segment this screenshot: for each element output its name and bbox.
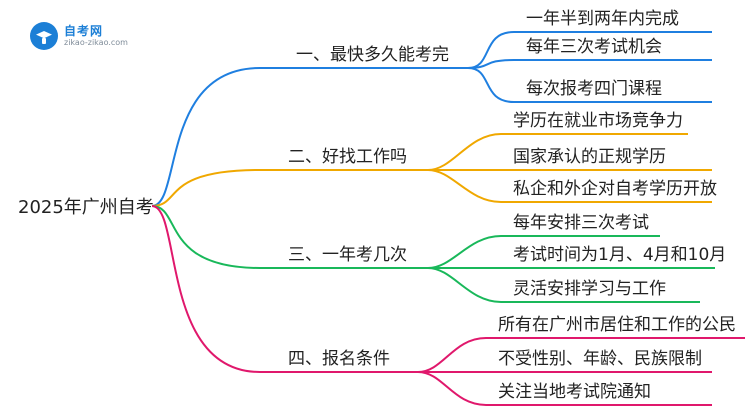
branch-3-leaf-1-label: 每年安排三次考试 (513, 213, 649, 233)
branch-4-connector (151, 205, 261, 373)
mindmap-nodes: 一、最快多久能考完 一年半到两年内完成每年三次考试机会每次报考四门课程二、好找工作… (288, 9, 736, 402)
site-logo[interactable]: 自考网 zikao-zikao.com (30, 22, 128, 50)
branch-3-leaf-3-label: 灵活安排学习与工作 (513, 279, 666, 299)
branch-1-leaf-2-connector (467, 59, 515, 69)
branch-2-label: 二、好找工作吗 (288, 147, 407, 167)
branch-2-leaf-3-connector (427, 169, 502, 203)
root-node-label: 2025年广州自考 (18, 197, 154, 218)
graduation-cap-icon (30, 22, 58, 50)
branch-1-connector (151, 67, 261, 207)
branch-4-leaf-1-label: 所有在广州市居住和工作的公民 (498, 315, 736, 335)
branch-1-label: 一、最快多久能考完 (296, 45, 449, 65)
branch-1-leaf-3-label: 每次报考四门课程 (526, 79, 662, 99)
branch-3-leaf-2-label: 考试时间为1月、4月和10月 (513, 245, 726, 265)
branch-3-leaf-1-connector (427, 235, 502, 269)
branch-4-leaf-3-label: 关注当地考试院通知 (498, 382, 651, 402)
branch-1-leaf-1-label: 一年半到两年内完成 (526, 9, 679, 29)
branch-4-leaf-3-connector (417, 371, 487, 406)
branch-3-leaf-3-connector (427, 267, 502, 303)
branch-4-label: 四、报名条件 (288, 349, 390, 369)
logo-text: 自考网 zikao-zikao.com (64, 23, 128, 48)
branch-2-leaf-1-label: 学历在就业市场竞争力 (513, 111, 683, 131)
branch-3-connector (151, 205, 261, 269)
branch-1-leaf-3-connector (467, 67, 515, 103)
branch-2-connector (151, 169, 261, 207)
branch-4-leaf-2-label: 不受性别、年龄、民族限制 (498, 349, 702, 369)
branch-1-leaf-2-label: 每年三次考试机会 (526, 37, 662, 57)
branch-4-leaf-1-connector (417, 337, 487, 373)
branch-3-label: 三、一年考几次 (288, 245, 407, 265)
branch-2-leaf-2-label: 国家承认的正规学历 (513, 147, 666, 167)
branch-2-leaf-1-connector (427, 133, 502, 171)
mindmap-edges (151, 31, 745, 406)
branch-2-leaf-3-label: 私企和外企对自考学历开放 (513, 179, 717, 199)
logo-domain: zikao-zikao.com (64, 37, 128, 47)
logo-name: 自考网 (64, 23, 104, 38)
